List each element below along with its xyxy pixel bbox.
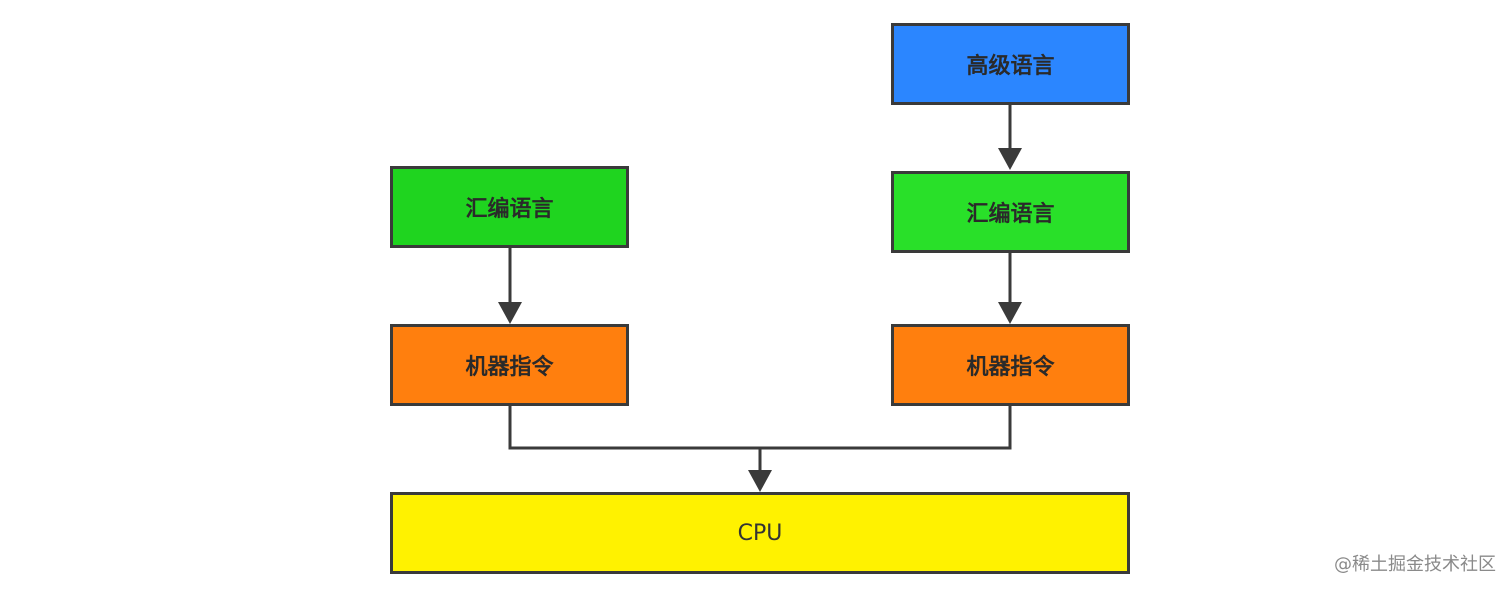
node-machine-instructions-left: 机器指令 [390,324,629,406]
node-assembly-language-left: 汇编语言 [390,166,629,248]
arrowhead-right-assembly [998,148,1022,170]
node-machine-instructions-right: 机器指令 [891,324,1130,406]
arrowhead-cpu [748,470,772,492]
node-high-level-language: 高级语言 [891,23,1130,105]
node-assembly-language-right: 汇编语言 [891,171,1130,253]
arrowhead-left-machine [498,302,522,324]
watermark-text: @稀土掘金技术社区 [1334,554,1496,575]
arrowhead-right-machine [998,302,1022,324]
node-cpu: CPU [390,492,1130,574]
